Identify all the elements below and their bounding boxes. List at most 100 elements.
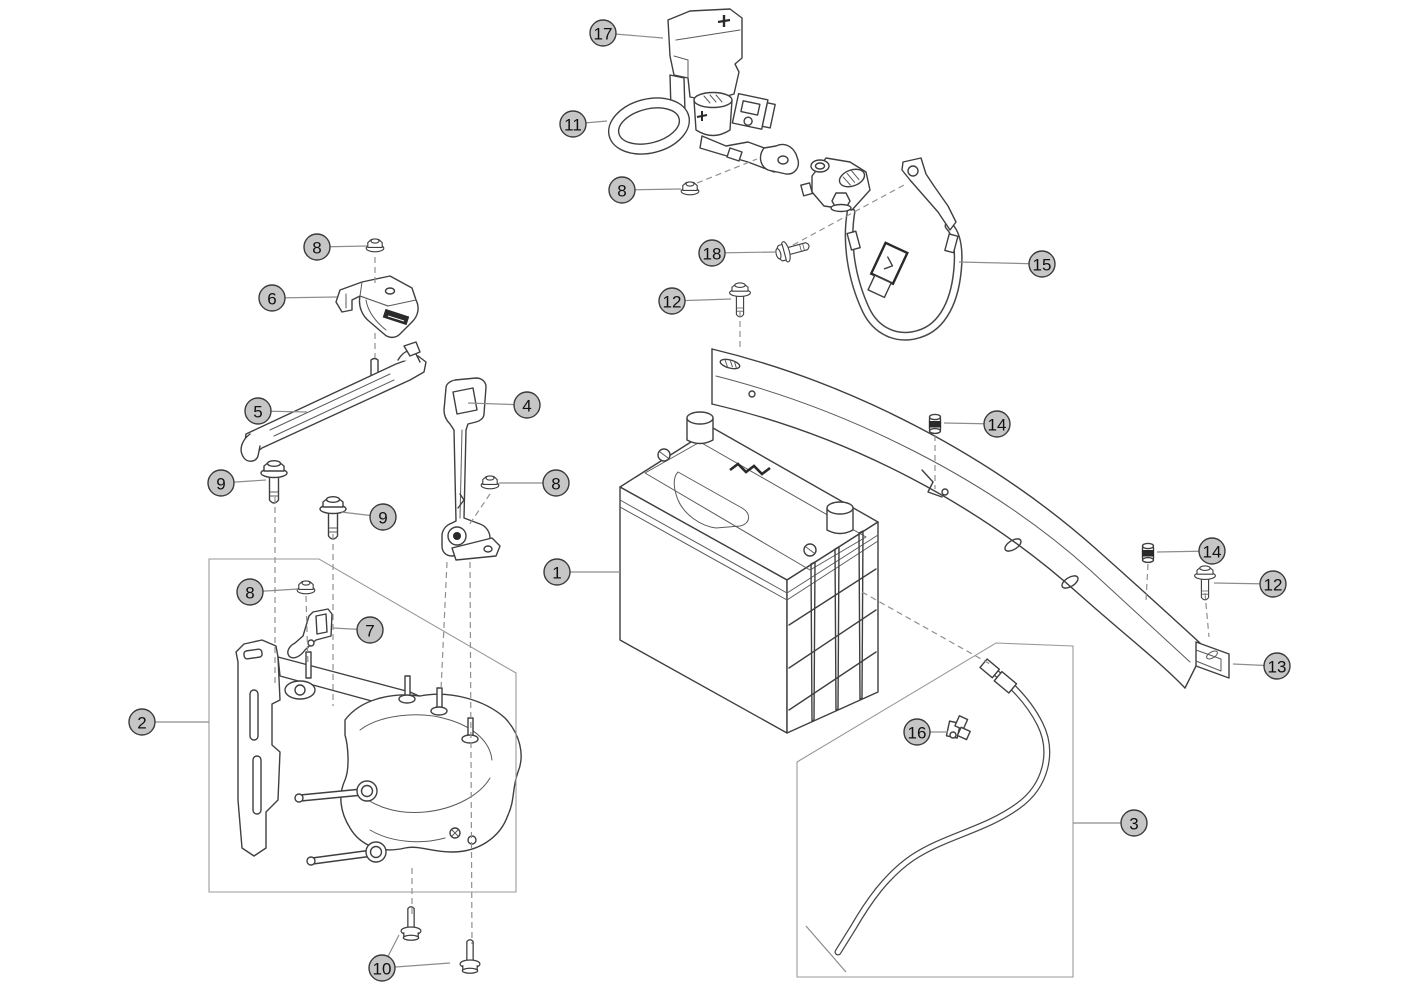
callout-bubble[interactable]	[207, 469, 235, 497]
nut-14b	[1141, 542, 1155, 564]
callout-7-14[interactable]: 7	[332, 616, 384, 644]
callout-number: 3	[1129, 815, 1138, 834]
plus-mark-icon	[717, 15, 731, 27]
part-vent-tube	[805, 658, 1051, 973]
callout-12-19[interactable]: 12	[1213, 570, 1287, 598]
part-small-bracket	[287, 608, 333, 659]
callout-number: 1	[552, 564, 561, 583]
callout-number: 8	[245, 584, 254, 603]
callout-bubble[interactable]	[542, 469, 570, 497]
nut-8a	[365, 238, 385, 253]
bolt-9b	[319, 496, 347, 540]
callout-number: 7	[365, 622, 374, 641]
callout-number: 4	[522, 397, 531, 416]
callout-leader-line	[958, 261, 1043, 265]
callout-bubble[interactable]	[1198, 537, 1226, 565]
callout-8-12[interactable]: 8	[499, 469, 570, 497]
part-hold-down-rod	[240, 341, 427, 462]
nut-8b	[680, 181, 700, 196]
callout-bubble[interactable]	[303, 233, 331, 261]
callout-bubble[interactable]	[658, 287, 686, 315]
callout-bubble[interactable]	[1263, 652, 1291, 680]
callout-number: 8	[312, 239, 321, 258]
callout-number: 9	[216, 475, 225, 494]
part-positive-cable	[607, 91, 800, 175]
callout-8-13[interactable]: 8	[236, 578, 299, 606]
callout-bubble[interactable]	[1028, 250, 1056, 278]
callout-number: 12	[663, 293, 682, 312]
callout-number: 17	[594, 25, 613, 44]
callout-12-5[interactable]: 12	[658, 287, 732, 315]
callout-bubble[interactable]	[513, 391, 541, 419]
group-boxes	[208, 558, 1074, 978]
callout-9-11[interactable]: 9	[340, 503, 397, 531]
callout-bubble[interactable]	[244, 397, 272, 425]
group-box-vent-tube	[796, 642, 1074, 978]
callout-15-4[interactable]: 15	[958, 250, 1056, 278]
bolt-10b	[459, 939, 481, 974]
part-support-bar	[711, 348, 1230, 689]
callout-bubble[interactable]	[608, 176, 636, 204]
nut-8d	[296, 580, 316, 595]
callout-6-7[interactable]: 6	[258, 284, 338, 312]
group-box-bracket-assembly	[208, 558, 517, 893]
callout-9-10[interactable]: 9	[207, 469, 267, 497]
callout-bubble[interactable]	[258, 284, 286, 312]
part-negative-cable	[800, 157, 963, 341]
bolt-18	[773, 234, 813, 265]
callout-11-1[interactable]: 11	[559, 110, 608, 138]
callout-number: 9	[378, 509, 387, 528]
callout-bubble[interactable]	[236, 578, 264, 606]
callout-number: 16	[908, 724, 927, 743]
callout-14-18[interactable]: 14	[1156, 537, 1226, 565]
part-bracket-assembly	[235, 639, 522, 866]
callout-number: 18	[703, 245, 722, 264]
callout-number: 8	[617, 182, 626, 201]
callout-number: 11	[564, 116, 582, 135]
callout-bubble[interactable]	[1120, 809, 1148, 837]
callout-bubble[interactable]	[983, 410, 1011, 438]
part-clamp-cover	[335, 275, 419, 339]
callout-1-16[interactable]: 1	[543, 558, 620, 586]
callout-number: 2	[137, 714, 146, 733]
callout-5-8[interactable]: 5	[244, 397, 308, 425]
callout-number: 8	[551, 475, 560, 494]
part-hold-down-strap	[441, 377, 501, 561]
plus-mark-icon	[696, 111, 708, 121]
callout-bubble[interactable]	[356, 616, 384, 644]
callout-bubble[interactable]	[128, 708, 156, 736]
callout-13-20[interactable]: 13	[1232, 652, 1291, 680]
callout-bubble[interactable]	[543, 558, 571, 586]
callout-bubble[interactable]	[369, 503, 397, 531]
callout-bubble[interactable]	[589, 19, 617, 47]
callout-bubble[interactable]	[903, 718, 931, 746]
callout-bubble[interactable]	[1259, 570, 1287, 598]
callout-bubble[interactable]	[559, 110, 587, 138]
callout-number: 5	[253, 403, 262, 422]
callout-number: 15	[1033, 256, 1052, 275]
callout-bubble[interactable]	[698, 239, 726, 267]
callout-number: 12	[1264, 576, 1283, 595]
callout-8-6[interactable]: 8	[303, 233, 368, 261]
callout-number: 14	[1203, 543, 1222, 562]
callout-16-21[interactable]: 16	[903, 718, 948, 746]
callout-3-22[interactable]: 3	[1073, 809, 1148, 837]
callout-4-9[interactable]: 4	[467, 391, 541, 419]
part-tube-clip	[945, 715, 971, 741]
assembly-guide-lines	[274, 158, 1210, 945]
callout-number: 13	[1268, 658, 1287, 677]
callout-8-2[interactable]: 8	[608, 176, 682, 204]
callout-10-23[interactable]: 10	[368, 934, 451, 982]
nut-8c	[480, 475, 500, 490]
part-battery	[619, 411, 879, 734]
callout-18-3[interactable]: 18	[698, 239, 777, 267]
callout-bubble[interactable]	[368, 954, 396, 982]
bolt-9a	[260, 460, 288, 504]
callouts: 17 11 8 18 15 12 8 6 5 4 9 9 8 8 7 2 1 14 14 12 13 16 3 10	[128, 19, 1291, 982]
callout-14-17[interactable]: 14	[943, 410, 1011, 438]
callout-17-0[interactable]: 17	[589, 19, 664, 47]
callout-2-15[interactable]: 2	[128, 708, 209, 736]
nut-14a	[928, 413, 942, 435]
